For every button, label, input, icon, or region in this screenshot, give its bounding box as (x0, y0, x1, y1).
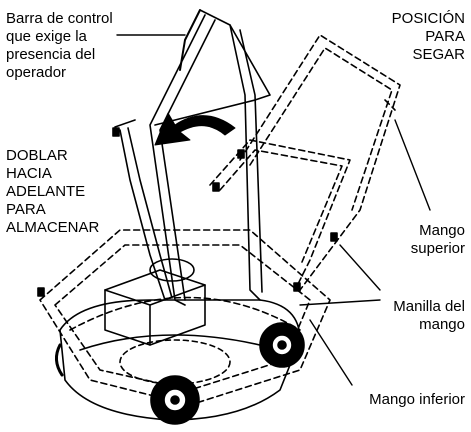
mowing-position-handle (209, 34, 401, 291)
front-wheel (150, 375, 200, 425)
operator-control-bar-label: Barra de control que exige la presencia … (6, 10, 113, 81)
handle-knob-label: Manilla del mango (393, 298, 465, 333)
rear-wheel (259, 322, 305, 368)
mowing-position-label: POSICIÓN PARA SEGAR (391, 10, 465, 63)
handle-knob-icon (37, 127, 338, 297)
fold-arrow-icon (154, 112, 236, 146)
upper-handle-label: Mango superior (410, 222, 465, 257)
operator-control-bar (179, 9, 201, 71)
leader-lines (116, 34, 431, 386)
folded-handle (114, 9, 271, 306)
mower-deck-dashed (39, 229, 331, 406)
fold-forward-label: DOBLAR HACIA ADELANTE PARA ALMACENAR (6, 147, 100, 236)
engine (104, 258, 206, 346)
side-wheel (55, 343, 64, 377)
lower-handle-label: Mango inferior (369, 391, 465, 408)
